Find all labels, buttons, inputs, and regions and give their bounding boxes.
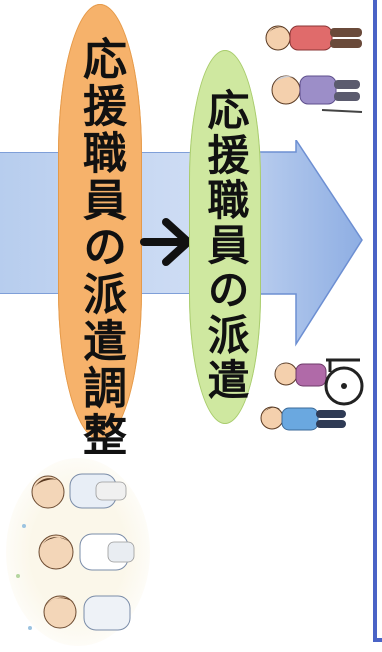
dispatch-oval [189,50,261,424]
coordination-oval [58,4,142,440]
wheelchair-icon [260,358,364,431]
facility-frame [373,0,382,642]
dispatch-label: 応援職員の派遣 [201,88,250,403]
arrow-icon [140,218,192,266]
caregiver-icon [265,25,363,113]
coordination-label: 応援職員の派遣調整 [75,36,126,459]
people-icon [6,458,150,646]
